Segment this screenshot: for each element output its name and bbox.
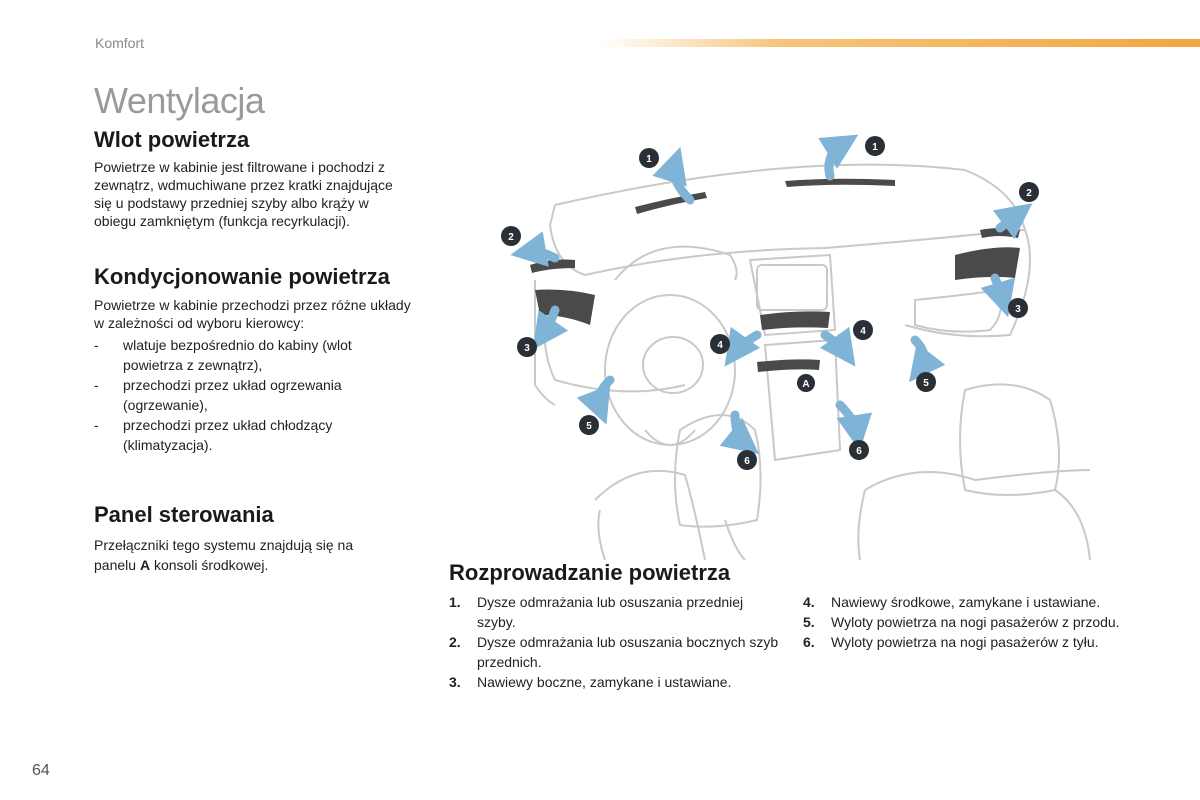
badge-5b: 5 xyxy=(916,372,936,392)
conditioning-intro: Powietrze w kabinie przechodzi przez róż… xyxy=(94,297,411,331)
distribution-list-right: 4.Nawiewy środkowe, zamykane i ustawiane… xyxy=(803,592,1143,652)
list-item: 1.Dysze odmrażania lub osuszania przedni… xyxy=(449,594,744,630)
svg-text:1: 1 xyxy=(872,142,878,153)
svg-text:4: 4 xyxy=(860,326,866,337)
svg-text:6: 6 xyxy=(856,446,862,457)
list-item: 4.Nawiewy środkowe, zamykane i ustawiane… xyxy=(803,594,1101,610)
panel-heading: Panel sterowania xyxy=(94,502,274,527)
ventilation-diagram: 1 1 2 2 3 3 4 4 5 5 6 6 A xyxy=(501,134,1091,560)
badge-4a: 4 xyxy=(710,334,730,354)
list-item: 6.Wyloty powietrza na nogi pasażerów z t… xyxy=(803,634,1099,650)
list-item: 5.Wyloty powietrza na nogi pasażerów z p… xyxy=(803,614,1120,630)
header-section: Komfort xyxy=(95,35,145,51)
badge-2b: 2 xyxy=(1019,182,1039,202)
svg-text:4: 4 xyxy=(717,340,723,351)
svg-text:2: 2 xyxy=(508,232,514,243)
svg-text:2: 2 xyxy=(1026,188,1032,199)
badge-1b: 1 xyxy=(865,136,885,156)
list-item: -przechodzi przez układ ogrzewania (ogrz… xyxy=(94,377,342,413)
svg-text:1: 1 xyxy=(646,154,652,165)
conditioning-heading: Kondycjonowanie powietrza xyxy=(94,264,390,289)
number-badges: 1 1 2 2 3 3 4 4 5 5 6 6 A xyxy=(501,136,1039,470)
badge-3b: 3 xyxy=(1008,298,1028,318)
list-item: 3.Nawiewy boczne, zamykane i ustawiane. xyxy=(449,674,732,690)
badge-6b: 6 xyxy=(849,440,869,460)
header-accent-bar xyxy=(600,39,1200,47)
svg-text:5: 5 xyxy=(586,421,592,432)
svg-text:A: A xyxy=(802,379,809,390)
badge-6a: 6 xyxy=(737,450,757,470)
svg-text:3: 3 xyxy=(1015,304,1021,315)
badge-A: A xyxy=(797,374,815,392)
page-number: 64 xyxy=(32,762,50,779)
badge-1a: 1 xyxy=(639,148,659,168)
badge-2a: 2 xyxy=(501,226,521,246)
svg-text:3: 3 xyxy=(524,343,530,354)
svg-text:5: 5 xyxy=(923,378,929,389)
intake-text: Powietrze w kabinie jest filtrowane i po… xyxy=(94,159,393,229)
vents xyxy=(530,178,1020,372)
badge-5a: 5 xyxy=(579,415,599,435)
svg-text:6: 6 xyxy=(744,456,750,467)
list-item: 2.Dysze odmrażania lub osuszania bocznyc… xyxy=(449,634,779,670)
list-item: -wlatuje bezpośrednio do kabiny (wlot po… xyxy=(94,337,352,373)
dashboard-outline xyxy=(534,163,1091,560)
airflow-arrows xyxy=(510,134,1033,455)
page-title: Wentylacja xyxy=(94,80,265,121)
distribution-heading: Rozprowadzanie powietrza xyxy=(449,560,731,585)
list-item: -przechodzi przez układ chłodzący (klima… xyxy=(94,417,333,453)
distribution-list-left: 1.Dysze odmrażania lub osuszania przedni… xyxy=(449,592,779,692)
panel-text: Przełączniki tego systemu znajdują się n… xyxy=(94,537,354,573)
badge-3a: 3 xyxy=(517,337,537,357)
conditioning-list: -wlatuje bezpośrednio do kabiny (wlot po… xyxy=(94,335,394,455)
intake-heading: Wlot powietrza xyxy=(94,127,250,152)
badge-4b: 4 xyxy=(853,320,873,340)
